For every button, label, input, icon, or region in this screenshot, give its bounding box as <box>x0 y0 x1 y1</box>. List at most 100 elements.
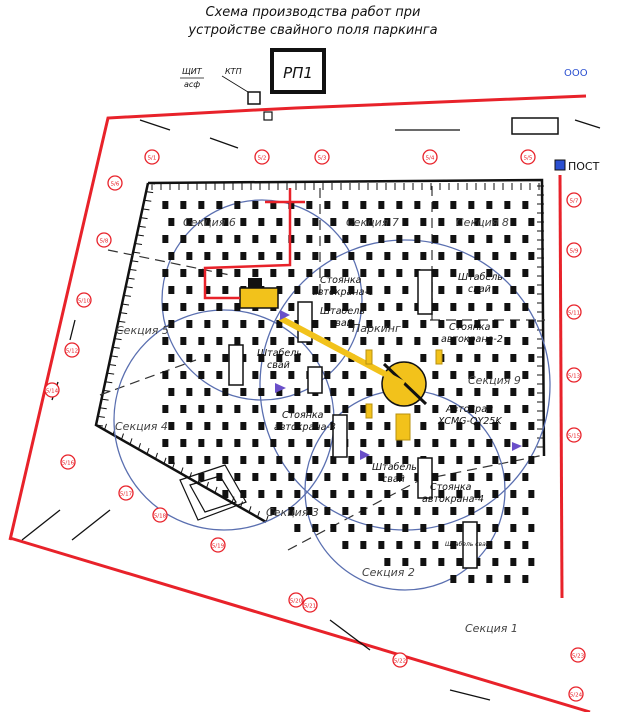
pile <box>510 456 517 464</box>
pile <box>222 354 229 362</box>
pile <box>348 218 355 226</box>
pile <box>180 337 187 345</box>
pile <box>492 558 499 566</box>
pile <box>234 303 241 311</box>
survey-marker-label: 5/19 <box>212 544 225 550</box>
pile <box>528 286 535 294</box>
pile <box>270 371 277 379</box>
pile <box>438 422 445 430</box>
pile <box>522 235 529 243</box>
pile <box>288 473 295 481</box>
pile <box>324 371 331 379</box>
survey-marker <box>422 149 438 165</box>
pile <box>510 354 517 362</box>
pile <box>432 473 439 481</box>
pile <box>432 337 439 345</box>
pile <box>180 303 187 311</box>
pile <box>342 541 349 549</box>
pile <box>288 337 295 345</box>
pile <box>414 405 421 413</box>
rp1-label: РП1 <box>283 64 313 82</box>
pile <box>168 286 175 294</box>
pile <box>378 473 385 481</box>
pile <box>216 235 223 243</box>
pile <box>456 456 463 464</box>
pile <box>198 337 205 345</box>
pile <box>468 507 475 515</box>
pile <box>312 422 319 430</box>
pile <box>252 439 259 447</box>
pile <box>204 354 211 362</box>
pile <box>528 252 535 260</box>
pile <box>432 371 439 379</box>
pile <box>492 456 499 464</box>
pile-stack-label: Штабель <box>320 306 365 317</box>
pile <box>312 218 319 226</box>
pile <box>384 286 391 294</box>
pile <box>456 490 463 498</box>
pile <box>252 201 259 209</box>
survey-marker <box>302 597 318 613</box>
pile <box>342 201 349 209</box>
pile <box>384 558 391 566</box>
pile <box>342 405 349 413</box>
section-label: Секция 6 <box>183 216 236 229</box>
pile <box>528 524 535 532</box>
pile-stack-label: свай <box>382 474 405 485</box>
section-label: Секция 7 <box>346 216 399 229</box>
crane-parking-label: автокрана-2 <box>441 334 503 345</box>
pile <box>270 269 277 277</box>
parking-label: Паркинг <box>352 322 401 335</box>
pile <box>504 269 511 277</box>
pile <box>234 235 241 243</box>
pile <box>234 337 241 345</box>
pile <box>468 371 475 379</box>
pile <box>504 303 511 311</box>
pile <box>216 269 223 277</box>
survey-marker <box>96 232 112 248</box>
pile <box>258 422 265 430</box>
pile <box>306 507 313 515</box>
pile <box>456 218 463 226</box>
crane-parking-label: автокрана-3 <box>274 422 336 433</box>
survey-marker <box>392 652 408 668</box>
pile <box>528 320 535 328</box>
pile <box>510 286 517 294</box>
pile <box>468 439 475 447</box>
pile <box>378 439 385 447</box>
pile <box>522 201 529 209</box>
pile <box>384 218 391 226</box>
pile <box>186 320 193 328</box>
pile <box>234 439 241 447</box>
pile <box>348 252 355 260</box>
pile <box>432 405 439 413</box>
pile <box>414 235 421 243</box>
pile <box>330 388 337 396</box>
pile <box>510 320 517 328</box>
pile <box>348 524 355 532</box>
pile <box>204 252 211 260</box>
survey-marker <box>520 149 536 165</box>
pile <box>186 456 193 464</box>
survey-marker <box>210 537 226 553</box>
pile <box>492 388 499 396</box>
section-label: Секция 4 <box>115 420 168 433</box>
pile <box>438 252 445 260</box>
pile <box>198 235 205 243</box>
pile <box>432 439 439 447</box>
pile <box>504 405 511 413</box>
survey-marker-label: 5/1 <box>148 156 157 162</box>
pile <box>438 286 445 294</box>
survey-marker-label: 5/5 <box>524 156 533 162</box>
pile <box>450 303 457 311</box>
pile <box>342 473 349 481</box>
pile <box>216 371 223 379</box>
pile <box>294 286 301 294</box>
pile <box>522 507 529 515</box>
pile <box>360 303 367 311</box>
pile <box>186 354 193 362</box>
pile <box>186 388 193 396</box>
pile <box>168 388 175 396</box>
